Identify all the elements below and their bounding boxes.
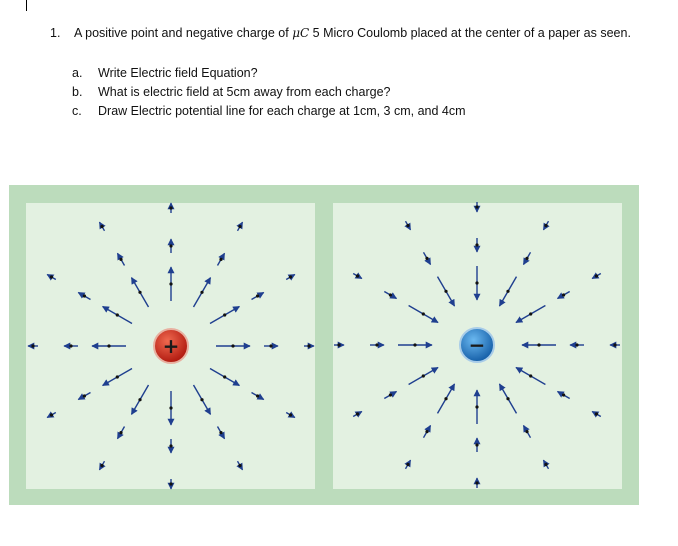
field-point — [406, 223, 410, 228]
field-point — [69, 344, 73, 348]
field-point — [562, 293, 566, 297]
field-point — [475, 243, 479, 247]
field-point — [115, 375, 119, 379]
field-point — [138, 398, 142, 402]
sub-question-text: Write Electric field Equation? — [98, 66, 258, 80]
field-point — [223, 313, 227, 317]
negative-field-arrows — [334, 202, 620, 488]
field-point — [575, 343, 579, 347]
field-point — [288, 275, 293, 279]
field-point — [169, 244, 173, 248]
field-point — [355, 274, 360, 278]
positive-field-arrows — [27, 202, 315, 490]
field-point — [594, 412, 599, 416]
field-point — [238, 463, 242, 468]
sub-question-c: c. Draw Electric potential line for each… — [72, 102, 632, 121]
field-point — [506, 397, 510, 401]
field-point — [107, 344, 111, 348]
field-point — [119, 431, 123, 435]
unit-variable: μC — [292, 26, 310, 40]
field-point — [406, 462, 410, 467]
electric-field-figure: + − — [9, 185, 639, 505]
field-point — [231, 344, 235, 348]
field-point — [544, 462, 548, 467]
sub-question-letter: a. — [72, 66, 83, 80]
field-point — [537, 343, 541, 347]
field-point — [544, 223, 548, 228]
question-number: 1. — [50, 26, 61, 40]
field-point — [475, 281, 479, 285]
field-point — [200, 290, 204, 294]
sub-question-a: a. Write Electric field Equation? — [72, 64, 632, 83]
field-point — [525, 256, 529, 260]
sub-question-text: What is electric field at 5cm away from … — [98, 85, 391, 99]
field-point — [444, 289, 448, 293]
field-point — [475, 205, 479, 209]
field-point — [169, 206, 173, 210]
field-point — [219, 431, 223, 435]
field-point — [238, 224, 242, 229]
field-point — [525, 430, 529, 434]
field-point — [613, 343, 617, 347]
field-point — [115, 313, 119, 317]
negative-symbol: − — [469, 333, 486, 357]
field-point — [100, 463, 104, 468]
field-point — [169, 482, 173, 486]
field-point — [169, 282, 173, 286]
positive-charge: + — [153, 328, 189, 364]
field-point — [49, 413, 54, 417]
question-text-start: A positive point and negative charge of — [74, 26, 293, 40]
question-text-end: 5 Micro Coulomb placed at the center of … — [309, 26, 631, 40]
field-point — [529, 312, 533, 316]
field-point — [256, 294, 260, 298]
field-point — [388, 293, 392, 297]
field-point — [529, 374, 533, 378]
field-point — [49, 275, 54, 279]
field-point — [444, 397, 448, 401]
field-point — [421, 374, 425, 378]
field-point — [421, 312, 425, 316]
field-point — [256, 394, 260, 398]
field-point — [200, 398, 204, 402]
field-point — [375, 343, 379, 347]
field-point — [475, 443, 479, 447]
field-point — [31, 344, 35, 348]
field-point — [594, 274, 599, 278]
field-point — [425, 430, 429, 434]
field-point — [169, 444, 173, 448]
field-diagram: + − — [26, 202, 622, 490]
field-point — [119, 257, 123, 261]
field-point — [475, 481, 479, 485]
field-point — [82, 394, 86, 398]
field-point — [288, 413, 293, 417]
field-point — [562, 393, 566, 397]
field-point — [425, 256, 429, 260]
field-point — [388, 393, 392, 397]
field-point — [100, 224, 104, 229]
negative-charge: − — [459, 327, 495, 363]
field-point — [138, 290, 142, 294]
question-text: A positive point and negative charge of … — [74, 24, 649, 43]
field-point — [169, 406, 173, 410]
sub-question-letter: b. — [72, 85, 83, 99]
field-point — [355, 412, 360, 416]
sub-question-text: Draw Electric potential line for each ch… — [98, 104, 466, 118]
field-point — [307, 344, 311, 348]
field-point — [82, 294, 86, 298]
field-point — [337, 343, 341, 347]
sub-question-list: a. Write Electric field Equation? b. Wha… — [72, 64, 632, 121]
field-point — [413, 343, 417, 347]
field-point — [475, 405, 479, 409]
sub-question-letter: c. — [72, 104, 82, 118]
field-point — [506, 289, 510, 293]
text-cursor — [26, 0, 27, 11]
positive-symbol: + — [163, 334, 180, 358]
sub-question-b: b. What is electric field at 5cm away fr… — [72, 83, 632, 102]
field-point — [223, 375, 227, 379]
field-point — [269, 344, 273, 348]
field-point — [219, 257, 223, 261]
